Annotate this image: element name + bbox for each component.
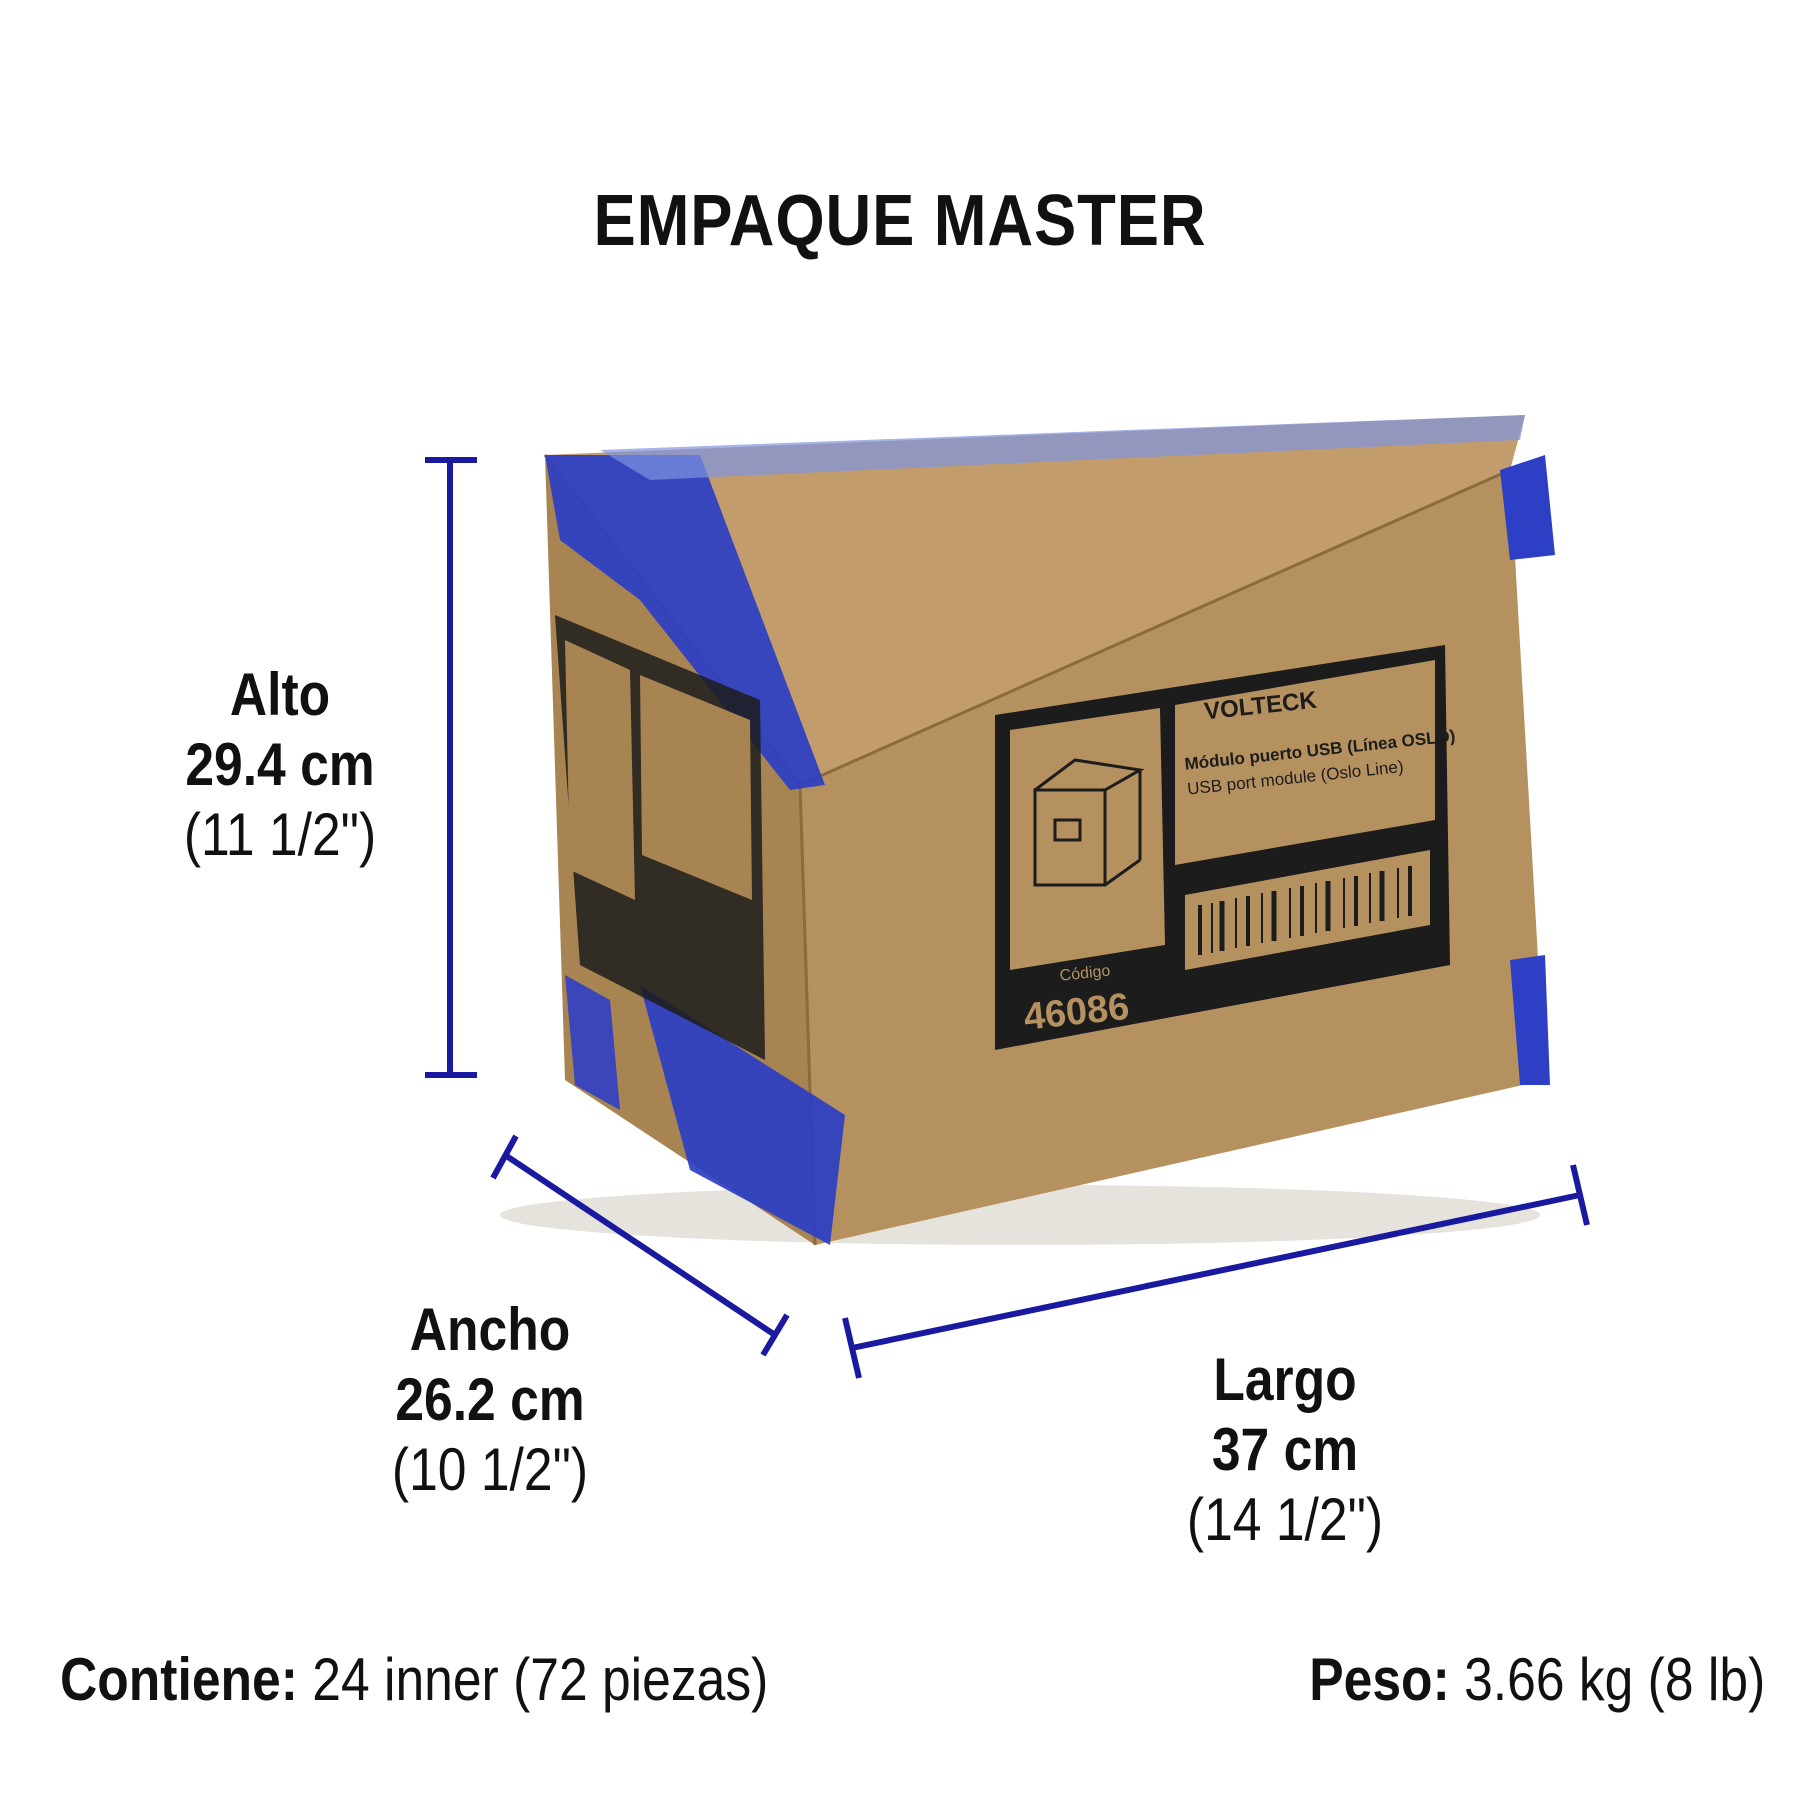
contents-value: 24 inner (72 piezas): [312, 1646, 769, 1713]
box-top-face: [545, 415, 1525, 785]
contents-info: Contiene: 24 inner (72 piezas): [60, 1645, 768, 1714]
tape-right-top: [1500, 455, 1555, 560]
height-inches: (11 1/2"): [183, 801, 377, 869]
contents-label: Contiene:: [60, 1646, 298, 1713]
tape-top-stripe: [600, 415, 1525, 480]
weight-info: Peso: 3.66 kg (8 lb): [1309, 1645, 1765, 1714]
tape-bottom-left: [640, 985, 845, 1245]
width-dimension: Ancho 26.2 cm (10 1/2"): [361, 1295, 619, 1506]
tape-left-bottom: [565, 975, 620, 1110]
height-dimension-line: [425, 457, 477, 1078]
barcode: [1198, 866, 1412, 955]
length-label: Largo: [1213, 1346, 1357, 1413]
height-value: 29.4 cm: [185, 731, 375, 799]
height-dimension: Alto 29.4 cm (11 1/2"): [151, 660, 409, 871]
clave-label: Clave:: [1192, 827, 1233, 847]
side-label-text-area: [640, 675, 752, 900]
length-dimension-line: [842, 1164, 1590, 1379]
weight-value: 3.66 kg (8 lb): [1463, 1646, 1765, 1713]
length-inches: (14 1/2"): [1186, 1486, 1384, 1554]
codigo-label: Código: [1059, 963, 1111, 985]
width-inches: (10 1/2"): [391, 1436, 589, 1504]
length-value: 37 cm: [1211, 1416, 1359, 1484]
weight-label: Peso:: [1308, 1646, 1450, 1713]
front-label-image-box: [1010, 708, 1165, 970]
tape-right-bottom: [1510, 955, 1550, 1085]
width-dimension-line: [490, 1134, 790, 1357]
usb-module-icon: [1033, 758, 1145, 887]
front-label-text-area: [1175, 660, 1435, 865]
page-title: EMPAQUE MASTER: [593, 181, 1207, 261]
side-label-inner: [565, 640, 635, 900]
height-label: Alto: [229, 661, 331, 728]
width-label: Ancho: [409, 1296, 571, 1363]
length-dimension: Largo 37 cm (14 1/2"): [1156, 1345, 1414, 1556]
width-value: 26.2 cm: [395, 1366, 585, 1434]
